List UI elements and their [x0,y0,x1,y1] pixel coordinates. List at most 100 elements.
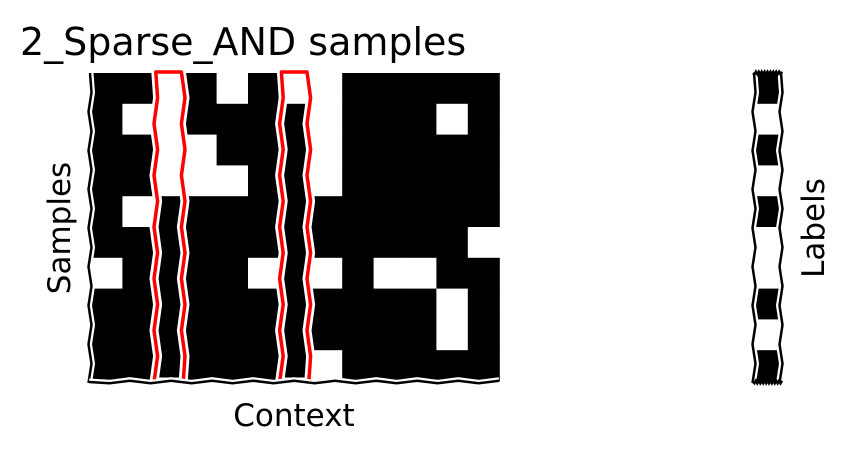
heatmap-cell [185,165,218,197]
heatmap-cell [436,134,469,166]
heatmap-cell [91,288,123,320]
labels-heatmap [755,73,780,382]
heatmap-cell [248,103,280,136]
chart-title: 2_Sparse_AND samples [20,20,466,64]
label-cell [755,319,780,351]
label-cell [755,103,780,136]
heatmap-cell [405,134,437,166]
heatmap-cell [342,288,375,320]
heatmap-cell [310,196,343,228]
label-cell [755,350,780,382]
labels-top-spine [752,69,784,77]
heatmap-cell [216,350,249,382]
heatmap-cell [310,288,343,320]
heatmap-cell [248,196,280,228]
heatmap-cell [436,165,469,197]
heatmap-cell [185,319,218,351]
heatmap-cell [216,165,249,197]
heatmap-cell [122,227,155,259]
heatmap-cell [373,227,406,259]
heatmap-cell [342,196,375,228]
heatmap-cell [248,165,280,197]
heatmap-cell [122,103,155,136]
heatmap-cell [216,257,249,290]
labels-right-spine [778,72,784,384]
heatmap-cell [91,165,123,197]
heatmap-cell [310,257,343,290]
heatmap-cell [467,257,500,290]
heatmap-cell [436,319,469,351]
heatmap-cell [122,319,155,351]
heatmap-cell [122,196,155,228]
heatmap-cell [467,319,500,351]
heatmap-cell [373,257,406,290]
heatmap-cell [122,165,155,197]
label-cell [755,73,780,105]
heatmap-cell [122,73,155,105]
heatmap-cell [467,165,500,197]
heatmap-cell [122,350,155,382]
heatmap-cell [467,350,500,382]
heatmap-cell [467,134,500,166]
label-cell [755,165,780,197]
heatmap-cell [122,134,155,166]
heatmap-cell [405,165,437,197]
heatmap-cell [405,73,437,105]
heatmap-cell [216,73,249,105]
heatmap-cell [185,73,218,105]
heatmap-cell [436,103,469,136]
heatmap-cell [91,103,123,136]
x-axis-label: Context [233,398,354,434]
heatmap-cell [216,319,249,351]
heatmap-cell [342,257,375,290]
heatmap-cell [91,257,123,290]
heatmap-cell [248,288,280,320]
heatmap-cell [310,227,343,259]
heatmap-cell [342,319,375,351]
heatmap-cell [310,319,343,351]
heatmap-cell [185,288,218,320]
heatmap-cell [185,227,218,259]
heatmap-cell [373,288,406,320]
heatmap-cell [91,134,123,166]
heatmap-cell [436,227,469,259]
heatmap-cell [91,196,123,228]
label-cell [755,196,780,228]
labels-bottom-spine [752,378,784,386]
heatmap-cell [248,73,280,105]
heatmap-cell [248,350,280,382]
labels-heatmap-axes [748,69,787,386]
heatmap-cell [248,319,280,351]
heatmap-cell [185,103,218,136]
label-cell [755,257,780,290]
heatmap-cell [310,103,343,136]
heatmap-cell [405,257,437,290]
heatmap-cell [436,257,469,290]
heatmap-cell [405,103,437,136]
heatmap-cell [405,196,437,228]
heatmap-cell [467,288,500,320]
y-axis-label: Samples [42,162,78,294]
heatmap-cell [248,257,280,290]
labels-left-spine [751,72,757,384]
heatmap-cell [467,196,500,228]
heatmap-cell [248,227,280,259]
heatmap-cell [216,196,249,228]
heatmap-cell [467,103,500,136]
heatmap-cell [405,288,437,320]
labels-axis-label: Labels [796,178,832,278]
heatmap-cell [373,196,406,228]
heatmap-cell [405,319,437,351]
heatmap-cell [373,319,406,351]
heatmap-cell [310,134,343,166]
label-cell [755,288,780,320]
heatmap-cell [342,103,375,136]
heatmap-cell [342,134,375,166]
heatmap-cell [185,134,218,166]
heatmap-cell [342,350,375,382]
heatmap-cell [216,103,249,136]
heatmap-cell [342,227,375,259]
heatmap-cell [185,257,218,290]
heatmap-cell [373,103,406,136]
